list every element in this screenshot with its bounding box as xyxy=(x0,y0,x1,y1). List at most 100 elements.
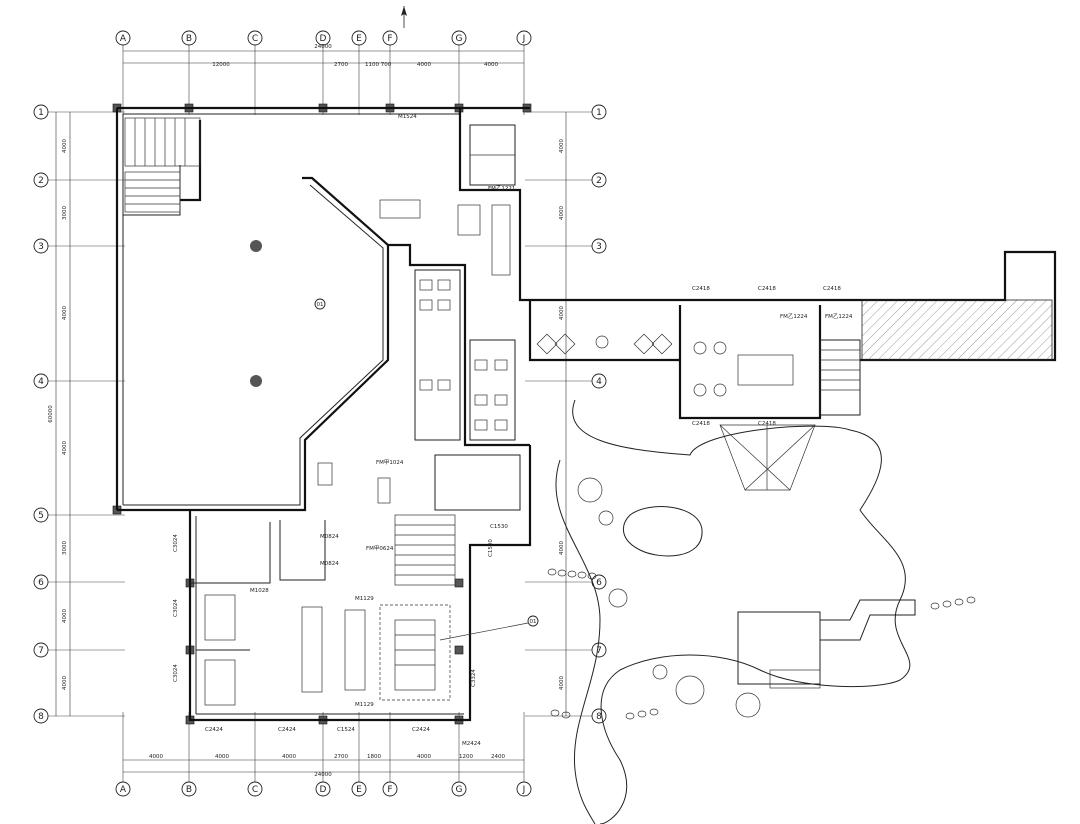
dim-left-total: 60000 xyxy=(48,405,54,423)
axis-bubble-left-5: 6 xyxy=(33,574,49,590)
axis-bubble-right-3-label: 4 xyxy=(596,377,602,387)
c3024-label-a: C3024 xyxy=(173,534,179,552)
axis-bubble-left-1: 2 xyxy=(33,172,49,188)
c3024-label-b: C3024 xyxy=(173,599,179,617)
c3324-label: C3324 xyxy=(471,669,477,687)
landscape xyxy=(547,399,976,824)
axis-bubble-right-6: 8 xyxy=(591,708,607,724)
axis-bubble-bottom-0: A xyxy=(115,781,131,797)
axis-bubble-left-3-label: 4 xyxy=(38,377,44,387)
axis-bubble-right-0: 1 xyxy=(591,104,607,120)
dim-left-seg-1: 4000 xyxy=(62,139,68,153)
axis-bubble-top-6: G xyxy=(451,30,467,46)
axis-bubble-top-0: A xyxy=(115,30,131,46)
dim-bot-seg-5: 1800 xyxy=(367,754,381,760)
dim-bot-seg-2: 4000 xyxy=(215,754,229,760)
meeting-table xyxy=(394,619,436,691)
m0824-label-b: M0824 xyxy=(320,561,339,567)
m1129-label-bot: M1129 xyxy=(355,702,374,708)
c2418-label-a: C2418 xyxy=(692,286,710,292)
axis-bubble-top-1: B xyxy=(181,30,197,46)
axis-bubble-right-5-label: 7 xyxy=(596,646,602,656)
dim-top-seg-3: 1100 xyxy=(365,62,379,68)
axis-bubble-bottom-0-label: A xyxy=(120,785,127,795)
axis-bubble-bottom-4-label: E xyxy=(356,785,362,795)
trees xyxy=(577,477,761,718)
axis-bubble-bottom-1-label: B xyxy=(186,785,192,795)
axis-bubble-bottom-5-label: F xyxy=(387,785,392,795)
axis-bubble-right-1-label: 2 xyxy=(596,176,602,186)
column xyxy=(454,578,464,588)
fm1224-label-a: FM乙1224 xyxy=(780,313,808,320)
stair-lower xyxy=(394,514,456,586)
axis-bubble-left-7: 8 xyxy=(33,708,49,724)
dim-top-seg-4: 700 xyxy=(381,62,392,68)
axis-bubble-left-4-label: 5 xyxy=(38,511,44,521)
c1530-label: C1530 xyxy=(490,524,508,530)
dim-left-seg-2: 3000 xyxy=(62,206,68,220)
m1129-label-top: M1129 xyxy=(355,596,374,602)
east-wing-tables xyxy=(536,333,794,397)
dim-top-seg-5: 4000 xyxy=(417,62,431,68)
dim-bot-seg-8: 2400 xyxy=(491,754,505,760)
column-round xyxy=(250,375,262,387)
axis-bubble-right-4-label: 6 xyxy=(596,578,602,588)
axis-bubble-top-1-label: B xyxy=(186,34,192,44)
axis-bubble-right-0-label: 1 xyxy=(596,108,602,118)
c1530-label-b: C1530 xyxy=(488,539,494,557)
dim-bot-seg-4: 2700 xyxy=(334,754,348,760)
axis-bubble-top-2: C xyxy=(247,30,263,46)
axis-bubble-bottom-7: J xyxy=(516,781,532,797)
c2418-label-c: C2418 xyxy=(823,286,841,292)
axis-bubble-top-4: E xyxy=(351,30,367,46)
axis-bubble-top-3-label: D xyxy=(320,34,327,44)
c2418-label-e: C2418 xyxy=(758,421,776,427)
dim-right-seg-4: 4000 xyxy=(559,541,565,555)
fm-door-label: FM乙1221 xyxy=(488,185,515,192)
dim-top-seg-2: 2700 xyxy=(334,62,348,68)
axis-bubble-left-6-label: 7 xyxy=(38,646,44,656)
axis-bubble-right-5: 7 xyxy=(591,642,607,658)
axis-bubble-left-6: 7 xyxy=(33,642,49,658)
axis-bubble-top-0-label: A xyxy=(120,34,127,44)
stepping-stones xyxy=(547,568,976,720)
axis-bubble-left-4: 5 xyxy=(33,507,49,523)
dim-left-seg-5: 3000 xyxy=(62,541,68,555)
axis-bubble-bottom-7-label: J xyxy=(522,785,526,795)
axis-bubble-top-2-label: C xyxy=(252,34,258,44)
c2424-label-a: C2424 xyxy=(205,727,223,733)
axis-bubble-right-6-label: 8 xyxy=(596,712,602,722)
axis-bubble-right-2: 3 xyxy=(591,238,607,254)
dim-top-seg-1: 12000 xyxy=(212,62,230,68)
dim-right-seg-5: 4000 xyxy=(559,676,565,690)
dim-bot-seg-6: 4000 xyxy=(417,754,431,760)
north-arrow-icon xyxy=(401,6,407,28)
axis-bubble-right-1: 2 xyxy=(591,172,607,188)
dim-bot-seg-1: 4000 xyxy=(149,754,163,760)
axis-bubble-left-0-label: 1 xyxy=(38,108,44,118)
c2424-label-c: C2424 xyxy=(412,727,430,733)
m1028-label: M1028 xyxy=(250,588,269,594)
axis-bubble-bottom-4: E xyxy=(351,781,367,797)
dim-bot-seg-3: 4000 xyxy=(282,754,296,760)
dim-left-seg-6: 4000 xyxy=(62,609,68,623)
door-label-top: M1524 xyxy=(398,114,417,120)
section-mark-2: 01 xyxy=(530,619,537,625)
dim-bot-total: 24000 xyxy=(314,772,332,778)
axis-bubble-left-2: 3 xyxy=(33,238,49,254)
axis-bubble-bottom-3-label: D xyxy=(320,785,327,795)
axis-bubble-top-3: D xyxy=(315,30,331,46)
m0824-label-a: M0824 xyxy=(320,534,339,540)
m2424-label: M2424 xyxy=(462,741,481,747)
east-wing: C2418 C2418 C2418 FM乙1224 FM乙1224 C2418 … xyxy=(528,250,1057,491)
c2418-label-b: C2418 xyxy=(758,286,776,292)
axis-bubble-top-4-label: E xyxy=(356,34,362,44)
dim-left-seg-7: 4000 xyxy=(62,676,68,690)
c1524-label: C1524 xyxy=(337,727,355,733)
dim-right-seg-3: 4000 xyxy=(559,306,565,320)
dim-bot-seg-7: 1200 xyxy=(459,754,473,760)
axis-bubble-top-5: F xyxy=(382,30,398,46)
axis-bubble-bottom-3: D xyxy=(315,781,331,797)
fm-mid-label: FM甲1024 xyxy=(376,459,404,466)
